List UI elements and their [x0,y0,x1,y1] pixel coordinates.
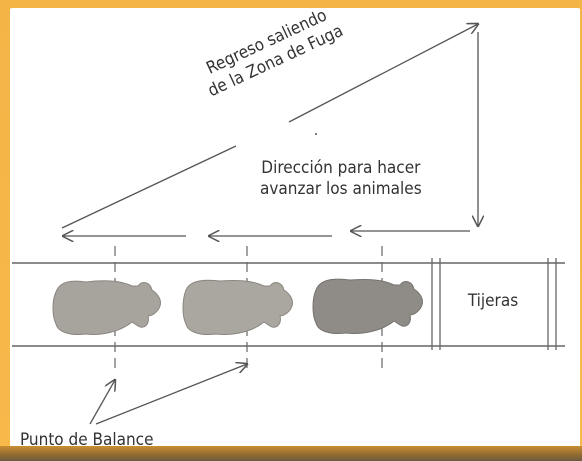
bottom-strip [0,446,582,461]
diagram-panel [10,8,580,450]
return-arrow-lower [61,145,237,229]
cattle-2 [182,279,293,335]
balance-pointer-2 [95,364,247,425]
direction-label-line1: Dirección para hacer [261,158,421,178]
gate-label: Tijeras [467,291,519,311]
return-arrow-upper [288,24,478,123]
small-dot [315,133,317,135]
direction-label-line2: avanzar los animales [260,179,422,199]
direction-label: Dirección para hacer avanzar los animale… [260,158,422,200]
balance-pointer-1 [89,380,115,425]
cattle-3 [312,278,423,334]
balance-point-label: Punto de Balance [20,430,154,450]
cattle-1 [52,280,161,335]
